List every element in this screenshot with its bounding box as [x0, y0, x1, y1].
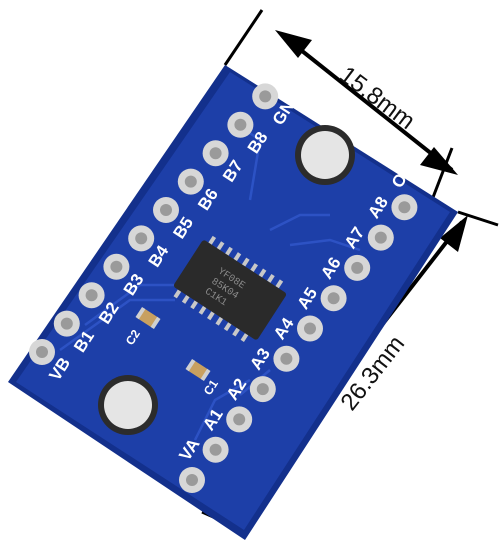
- pcb-board: YF08E 85K04 C1K1 C2 C1 VBB1B2B3B4B5B6B7B…: [8, 65, 458, 540]
- width-label: 15.8mm: [334, 61, 419, 135]
- right-pin-header: [179, 194, 418, 493]
- ic-chip: YF08E 85K04 C1K1: [173, 235, 287, 342]
- capacitor-c1: [185, 358, 211, 382]
- capacitor-c2: [135, 306, 161, 330]
- left-pin-header: [29, 83, 279, 365]
- width-arrow: [280, 33, 454, 172]
